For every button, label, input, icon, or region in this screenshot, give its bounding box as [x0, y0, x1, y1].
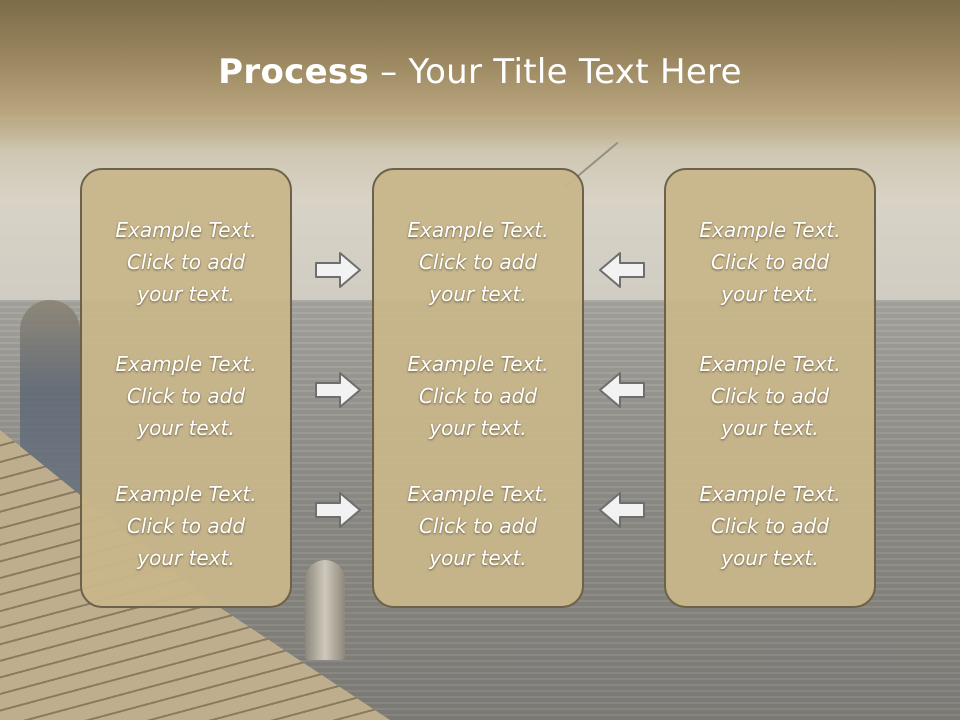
arrow-left-icon: [598, 370, 646, 410]
text-line: your text.: [721, 416, 819, 440]
text-line: Example Text.: [407, 352, 549, 376]
dock-post: [305, 560, 345, 660]
text-line: Example Text.: [115, 352, 257, 376]
arrow-right-icon: [314, 250, 362, 290]
arrow-left-icon: [598, 250, 646, 290]
slide-title[interactable]: Process – Your Title Text Here: [0, 52, 960, 92]
text-line: your text.: [721, 546, 819, 570]
title-bold: Process: [218, 52, 370, 92]
text-line: Click to add: [710, 514, 830, 538]
text-placeholder[interactable]: Example Text. Click to add your text.: [82, 478, 290, 574]
text-line: Click to add: [418, 250, 538, 274]
text-line: Click to add: [418, 514, 538, 538]
title-band: [0, 0, 960, 150]
text-line: Click to add: [710, 384, 830, 408]
text-placeholder[interactable]: Example Text. Click to add your text.: [374, 348, 582, 444]
text-placeholder[interactable]: Example Text. Click to add your text.: [374, 478, 582, 574]
process-column-3[interactable]: Example Text. Click to add your text. Ex…: [664, 168, 876, 608]
text-line: Click to add: [126, 250, 246, 274]
text-placeholder[interactable]: Example Text. Click to add your text.: [666, 348, 874, 444]
text-line: your text.: [721, 282, 819, 306]
arrow-right-icon: [314, 370, 362, 410]
title-rest: Your Title Text Here: [408, 52, 742, 92]
text-line: your text.: [137, 546, 235, 570]
text-line: Click to add: [126, 384, 246, 408]
text-line: your text.: [137, 416, 235, 440]
text-line: Example Text.: [699, 352, 841, 376]
text-line: Example Text.: [407, 482, 549, 506]
process-column-2[interactable]: Example Text. Click to add your text. Ex…: [372, 168, 584, 608]
text-placeholder[interactable]: Example Text. Click to add your text.: [666, 478, 874, 574]
text-line: Example Text.: [115, 482, 257, 506]
text-line: Example Text.: [407, 218, 549, 242]
text-line: Example Text.: [699, 218, 841, 242]
text-placeholder[interactable]: Example Text. Click to add your text.: [82, 348, 290, 444]
title-separator: –: [369, 52, 409, 92]
text-line: your text.: [429, 416, 527, 440]
text-line: Example Text.: [699, 482, 841, 506]
text-line: Click to add: [710, 250, 830, 274]
text-placeholder[interactable]: Example Text. Click to add your text.: [666, 214, 874, 310]
text-line: Click to add: [418, 384, 538, 408]
text-line: your text.: [429, 282, 527, 306]
text-line: Click to add: [126, 514, 246, 538]
text-placeholder[interactable]: Example Text. Click to add your text.: [374, 214, 582, 310]
text-line: Example Text.: [115, 218, 257, 242]
process-column-1[interactable]: Example Text. Click to add your text. Ex…: [80, 168, 292, 608]
text-placeholder[interactable]: Example Text. Click to add your text.: [82, 214, 290, 310]
text-line: your text.: [137, 282, 235, 306]
arrow-right-icon: [314, 490, 362, 530]
text-line: your text.: [429, 546, 527, 570]
arrow-left-icon: [598, 490, 646, 530]
